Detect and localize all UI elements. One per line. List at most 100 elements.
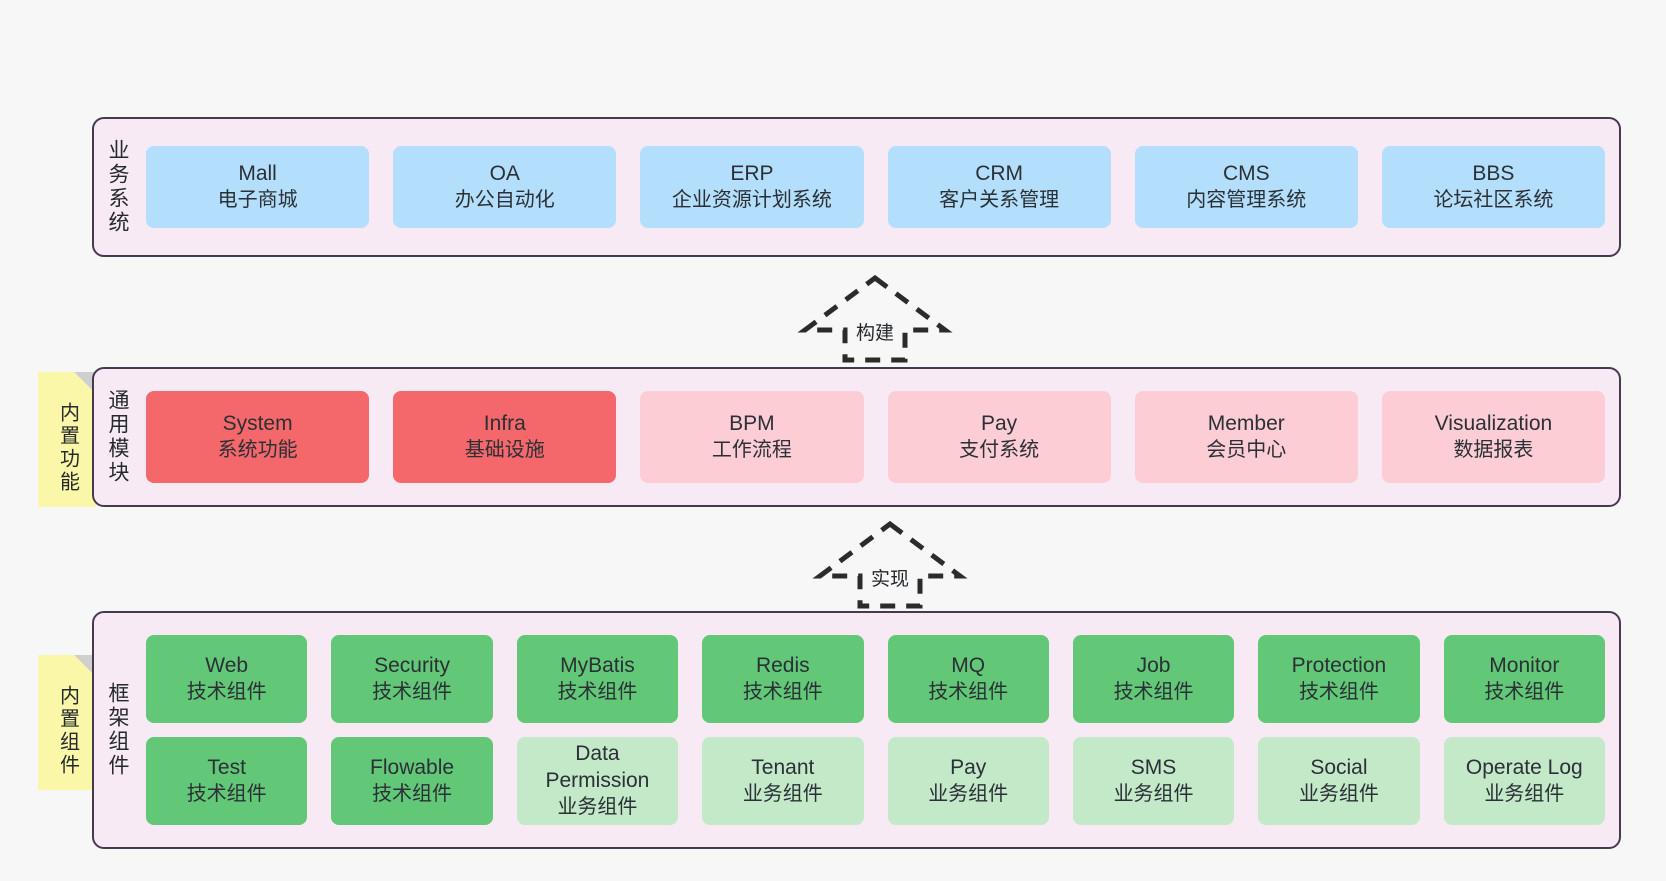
framework-card-tenant[interactable]: Tenant 业务组件 [702,737,864,825]
framework-card-job[interactable]: Job 技术组件 [1072,635,1235,723]
framework-card-social[interactable]: Social 业务组件 [1258,737,1420,825]
card-title: Security [374,653,450,677]
business-card-cms[interactable]: CMS 内容管理系统 [1134,146,1358,228]
card-title: BPM [729,411,775,435]
card-subtitle: 支付系统 [959,438,1040,461]
business-card-mall[interactable]: Mall 电子商城 [146,146,370,228]
card-subtitle: 工作流程 [711,438,792,461]
module-card-system[interactable]: System 系统功能 [146,391,370,483]
module-card-member[interactable]: Member 会员中心 [1134,391,1358,483]
card-title: CMS [1222,161,1270,185]
card-subtitle: 技术组件 [1298,680,1379,703]
card-title: Member [1207,411,1285,435]
layer-label-business: 业务系统 [106,139,130,235]
card-title: Flowable [370,755,455,779]
business-card-erp[interactable]: ERP 企业资源计划系统 [640,146,864,228]
business-card-oa[interactable]: OA 办公自动化 [393,146,617,228]
card-subtitle: 技术组件 [186,680,267,703]
card-title: Pay [981,411,1018,435]
framework-card-data-permission[interactable]: Data Permission 业务组件 [516,737,679,825]
card-title: Redis [755,653,810,677]
card-title: OA [489,161,520,185]
card-subtitle: 技术组件 [372,782,453,805]
layer-business-systems: 业务系统 Mall 电子商城 OA 办公自动化 ERP 企业资源计划系统 CRM… [92,117,1621,257]
card-subtitle: 业务组件 [1113,782,1194,805]
module-card-pay[interactable]: Pay 支付系统 [887,391,1111,483]
card-subtitle: 系统功能 [217,438,298,461]
card-subtitle: 技术组件 [186,782,267,805]
framework-card-redis[interactable]: Redis 技术组件 [702,635,864,723]
card-subtitle: 技术组件 [372,680,453,703]
card-subtitle: 客户关系管理 [939,188,1060,211]
card-title: ERP [730,161,774,185]
arrow-implement-up: 实现 [810,518,970,609]
framework-card-security[interactable]: Security 技术组件 [331,635,493,723]
card-title: Tenant [751,755,815,779]
layer-common-modules: 通用模块 System 系统功能 Infra 基础设施 BPM 工作流程 Pay… [92,367,1621,507]
arrow-implement-label: 实现 [870,569,909,590]
framework-card-monitor[interactable]: Monitor 技术组件 [1443,635,1605,723]
card-subtitle: 技术组件 [1113,680,1194,703]
card-title: Pay [950,755,987,779]
card-title: Data Permission [545,742,650,793]
card-subtitle: 企业资源计划系统 [671,188,832,211]
card-subtitle: 技术组件 [742,680,823,703]
card-subtitle: 技术组件 [557,680,638,703]
card-title: Test [207,755,246,779]
card-subtitle: 数据报表 [1453,438,1534,461]
layer-label-framework: 框架组件 [106,682,130,778]
framework-card-pay[interactable]: Pay 业务组件 [887,737,1049,825]
card-subtitle: 业务组件 [1298,782,1379,805]
arrow-build-label: 构建 [855,323,894,344]
card-title: Mall [238,161,277,185]
card-title: Social [1310,755,1368,779]
card-subtitle: 业务组件 [928,782,1009,805]
arrow-build-up: 构建 [795,272,955,363]
note-builtin-components: 内置组件 [38,655,96,790]
card-title: BBS [1472,161,1515,185]
module-card-visualization[interactable]: Visualization 数据报表 [1381,391,1606,483]
framework-card-sms[interactable]: SMS 业务组件 [1072,737,1235,825]
framework-card-flowable[interactable]: Flowable 技术组件 [331,737,493,825]
card-subtitle: 业务组件 [557,796,638,819]
business-card-bbs[interactable]: BBS 论坛社区系统 [1381,146,1606,228]
card-title: Job [1136,653,1171,677]
note-builtin-features: 内置功能 [38,372,96,507]
card-subtitle: 业务组件 [1484,782,1565,805]
note-label: 内置组件 [56,684,79,777]
card-subtitle: 基础设施 [464,438,545,461]
card-subtitle: 办公自动化 [454,188,555,211]
card-subtitle: 内容管理系统 [1186,188,1307,211]
framework-card-mq[interactable]: MQ 技术组件 [887,635,1049,723]
module-card-bpm[interactable]: BPM 工作流程 [640,391,864,483]
card-title: CRM [975,161,1024,185]
card-subtitle: 论坛社区系统 [1433,188,1554,211]
framework-card-protection[interactable]: Protection 技术组件 [1258,635,1420,723]
framework-card-mybatis[interactable]: MyBatis 技术组件 [516,635,679,723]
business-card-crm[interactable]: CRM 客户关系管理 [887,146,1111,228]
layer-body-framework: Web 技术组件 Security 技术组件 MyBatis 技术组件 Redi… [140,613,1619,847]
card-title: Web [205,653,249,677]
note-fold-corner-icon [74,655,96,677]
business-card-row: Mall 电子商城 OA 办公自动化 ERP 企业资源计划系统 CRM 客户关系… [146,146,1606,228]
card-subtitle: 业务组件 [742,782,823,805]
card-title: Monitor [1489,653,1560,677]
layer-body-modules: System 系统功能 Infra 基础设施 BPM 工作流程 Pay 支付系统… [140,369,1619,505]
framework-card-operate-log[interactable]: Operate Log 业务组件 [1443,737,1605,825]
card-title: MyBatis [560,653,635,677]
layer-framework-components: 框架组件 Web 技术组件 Security 技术组件 MyBatis 技术组件… [92,611,1621,849]
card-title: SMS [1130,755,1177,779]
framework-card-test[interactable]: Test 技术组件 [146,737,308,825]
framework-card-web[interactable]: Web 技术组件 [146,635,308,723]
card-title: Infra [483,411,526,435]
module-card-infra[interactable]: Infra 基础设施 [393,391,617,483]
card-title: Operate Log [1465,755,1583,779]
note-label: 内置功能 [56,401,79,494]
card-title: System [222,411,293,435]
card-subtitle: 技术组件 [1484,680,1565,703]
layer-body-business: Mall 电子商城 OA 办公自动化 ERP 企业资源计划系统 CRM 客户关系… [140,119,1619,255]
framework-tech-row: Web 技术组件 Security 技术组件 MyBatis 技术组件 Redi… [146,635,1605,723]
module-card-row: System 系统功能 Infra 基础设施 BPM 工作流程 Pay 支付系统… [146,391,1606,483]
note-fold-corner-icon [74,372,96,394]
